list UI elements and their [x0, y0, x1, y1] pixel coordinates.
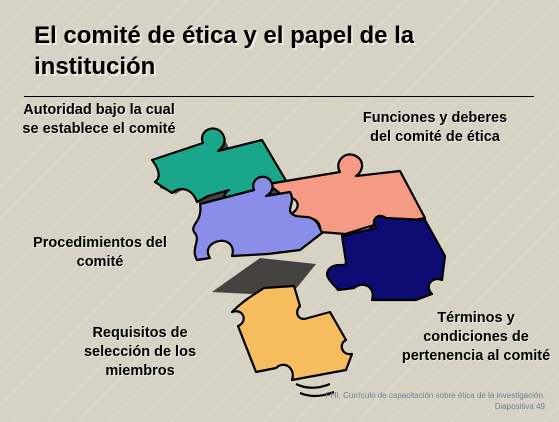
slide-title: El comité de ética y el papel de la inst… — [34, 22, 415, 80]
title-divider — [24, 96, 534, 97]
label-requirements: Requisitos de selección de los miembros — [83, 325, 197, 379]
slide-number: Diapositiva 49 — [494, 402, 545, 411]
label-authority: Autoridad bajo la cual se establece el c… — [22, 102, 176, 137]
navy-puzzle-piece-icon — [325, 214, 447, 302]
label-procedures: Procedimientos del comité — [33, 235, 167, 270]
label-terms: Términos y condiciones de pertenencia al… — [401, 310, 551, 364]
label-functions: Funciones y deberes del comité de ética — [362, 110, 508, 145]
lavender-puzzle-piece-icon — [192, 175, 324, 262]
footer: FHI, Currículo de capacitación sobre éti… — [245, 390, 545, 412]
footer-credit: FHI, Currículo de capacitación sobre éti… — [325, 391, 545, 400]
yellow-puzzle-piece-icon — [230, 284, 354, 382]
